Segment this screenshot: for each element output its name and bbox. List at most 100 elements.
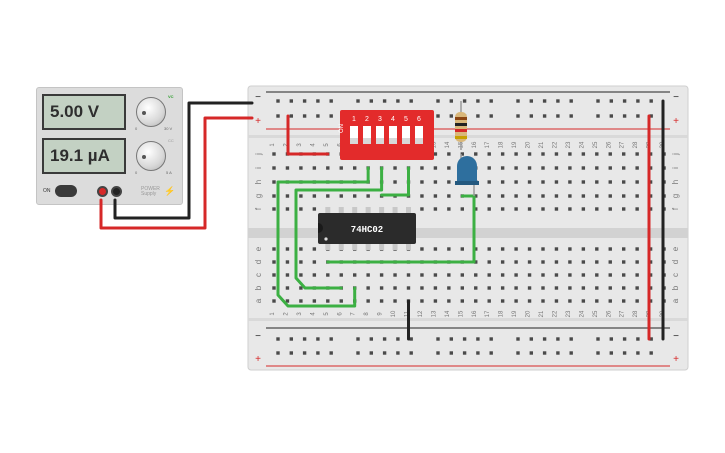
column-number: 1 (270, 143, 276, 147)
breadboard-hole (366, 273, 370, 277)
breadboard-hole (608, 180, 612, 184)
breadboard-hole (460, 247, 464, 251)
column-number: 28 (633, 310, 639, 317)
rail-hole (636, 99, 640, 103)
breadboard-hole (487, 194, 491, 198)
breadboard-hole (393, 299, 397, 303)
rail-hole (529, 114, 533, 118)
row-letter: a (671, 298, 680, 303)
breadboard-hole (420, 273, 424, 277)
breadboard-hole (339, 273, 343, 277)
breadboard-hole (487, 166, 491, 170)
breadboard-hole (595, 166, 599, 170)
breadboard-hole (433, 273, 438, 277)
column-number: 9 (378, 312, 384, 316)
chip-pin (406, 207, 411, 215)
breadboard-hole (635, 299, 639, 303)
rail-hole (276, 99, 280, 103)
breadboard-hole (608, 273, 612, 277)
breadboard-hole (500, 286, 505, 290)
dip-on-label: ON (339, 124, 345, 133)
voltage-knob[interactable] (136, 97, 166, 127)
dip-switch-lever[interactable] (402, 126, 410, 144)
breadboard-hole (514, 180, 518, 184)
dip-switch-lever[interactable] (350, 126, 358, 144)
row-letter: e (671, 246, 680, 251)
breadboard-hole (487, 286, 491, 290)
black-terminal-icon[interactable] (111, 186, 122, 197)
breadboard-hole (527, 207, 532, 211)
knob-indicator-icon (142, 155, 146, 159)
brand-line-1: POWER (141, 186, 160, 192)
dip-switch-body (340, 110, 434, 160)
column-number: 6 (337, 312, 343, 316)
rail-hole (329, 114, 333, 118)
rail-hole (409, 351, 413, 355)
chip-pin (379, 242, 385, 250)
rail-hole (302, 114, 307, 118)
breadboard-hole (554, 299, 559, 303)
rail-hole (542, 337, 547, 341)
breadboard-hole (299, 286, 303, 290)
chip-pin (392, 207, 398, 215)
breadboard-hole (433, 166, 438, 170)
dip-switch-lever[interactable] (415, 126, 423, 144)
rail-hole (276, 351, 280, 355)
dip-switch-lever[interactable] (376, 126, 384, 144)
chip-label: 74HC02 (351, 225, 383, 235)
resistor-band (455, 117, 467, 120)
dip-switch-lever[interactable] (363, 126, 371, 144)
breadboard-hole (447, 194, 451, 198)
breadboard-hole (326, 194, 330, 198)
dip-switch-number: 1 (352, 116, 356, 123)
breadboard-hole (339, 299, 343, 303)
breadboard-hole (474, 247, 478, 251)
rail-hole (556, 337, 560, 341)
breadboard-hole (648, 247, 653, 251)
breadboard-hole (514, 273, 518, 277)
breadboard-hole (608, 260, 612, 264)
toggle-switch-icon[interactable] (55, 185, 77, 197)
black-wire (113, 101, 254, 220)
rail-hole (609, 99, 613, 103)
current-knob[interactable] (136, 141, 166, 171)
breadboard-hole (460, 299, 464, 303)
red-terminal-icon[interactable] (97, 186, 108, 197)
rail-hole (516, 99, 520, 103)
breadboard-hole (474, 286, 478, 290)
power-supply[interactable]: 5.00 V 19.1 µA VC CC 0 30 V 0 5 A ON POW… (36, 87, 183, 205)
column-number: 19 (512, 141, 518, 148)
column-number: 2 (283, 312, 289, 316)
rail-hole (449, 337, 453, 341)
breadboard-hole (622, 180, 626, 184)
dip-switch-number: 5 (404, 116, 408, 123)
breadboard-hole (527, 152, 532, 156)
breadboard-hole (447, 299, 451, 303)
breadboard-hole (312, 166, 317, 170)
breadboard-hole (554, 152, 559, 156)
breadboard-hole (272, 152, 276, 156)
breadboard-hole (447, 273, 451, 277)
breadboard-hole (622, 247, 626, 251)
breadboard-hole (635, 207, 639, 211)
breadboard-hole (541, 166, 545, 170)
column-number: 14 (445, 310, 451, 317)
breadboard-hole (541, 207, 545, 211)
dip-switch-lever[interactable] (389, 126, 397, 144)
column-number: 20 (526, 141, 532, 148)
breadboard-hole (541, 180, 545, 184)
breadboard-hole (622, 207, 626, 211)
dip-switch-lever-tip (363, 138, 371, 144)
breadboard-hole (447, 152, 451, 156)
rail-hole (276, 114, 280, 118)
row-letter: b (671, 285, 680, 290)
rail-hole (436, 114, 440, 118)
breadboard-hole (595, 247, 599, 251)
breadboard-hole (460, 152, 464, 156)
rail-hole (489, 351, 493, 355)
column-number: 19 (512, 310, 518, 317)
breadboard-hole (648, 286, 653, 290)
column-number: 7 (351, 312, 357, 316)
breadboard-hole (433, 286, 438, 290)
